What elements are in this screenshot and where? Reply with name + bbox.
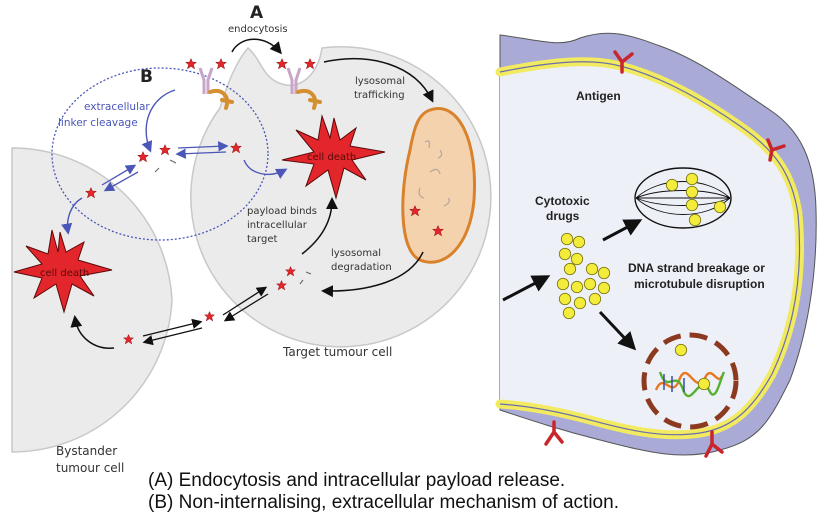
label-a: A	[250, 3, 264, 23]
cell-death-burst-bystander: cell death	[13, 229, 113, 314]
nucleus	[641, 332, 739, 430]
outcome-label-1: DNA strand breakage or	[628, 261, 765, 275]
adc-antibody-extracellular	[185, 58, 234, 110]
endocytosis-label: endocytosis	[228, 24, 288, 35]
label-b: B	[140, 67, 153, 87]
lysosomal-trafficking-label-2: trafficking	[354, 90, 405, 101]
payload-binds-label-2: intracellular	[247, 220, 308, 231]
target-cell	[190, 46, 492, 348]
region-b-boundary	[51, 67, 269, 241]
cytoplasm	[500, 63, 798, 432]
right-panel: Antigen Cytotoxic drugs	[495, 32, 817, 458]
equilibrium-arrows-b	[101, 141, 229, 192]
cytotoxic-drugs-label-2: drugs	[546, 209, 580, 223]
antigen-icon	[544, 420, 564, 446]
payload-star-free-2	[159, 144, 171, 156]
lysosomal-degradation-label-1: lysosomal	[331, 248, 381, 259]
payload-binds-label-3: target	[247, 234, 277, 245]
released-linker-fragments	[299, 271, 312, 285]
degraded-linker-fragments	[418, 140, 450, 207]
drug-entry-arrow	[502, 275, 551, 302]
lysosome	[401, 107, 477, 264]
antigen-icon	[704, 430, 724, 458]
cleaved-linker-fragments	[154, 159, 177, 173]
equilibrium-arrows-a	[142, 286, 269, 346]
extracellular-linker-cleavage-label-2: linker cleavage	[58, 117, 138, 129]
cell-death-label-bystander: cell death	[40, 268, 89, 279]
payload-binds-label-1: payload binds	[247, 206, 317, 217]
left-panel: A B endocytosis lysosomal trafficking ex…	[11, 3, 492, 475]
lysosomal-trafficking-label-1: lysosomal	[355, 76, 405, 87]
caption-line-b: (B) Non-internalising, extracellular mec…	[148, 492, 619, 513]
payload-to-bystander-death-arrow	[61, 197, 83, 235]
endocytosis-arrow	[231, 38, 282, 55]
extracellular-linker-cleavage-label-1: extracellular	[84, 101, 150, 113]
antigen-icon	[766, 138, 786, 162]
lysosomal-degradation-label-2: degradation	[331, 262, 392, 273]
caption-line-a: (A) Endocytosis and intracellular payloa…	[148, 470, 566, 491]
lysosomal-degradation-arrow	[321, 251, 424, 298]
bilayer-core-line	[499, 61, 801, 436]
bystander-tumour-cell-label-2: tumour cell	[56, 461, 124, 475]
antigen-icon	[613, 50, 634, 74]
payload-binds-arrow	[301, 197, 338, 255]
bystander-death-arrow	[70, 315, 115, 349]
outcome-label-2: microtubule disruption	[634, 277, 765, 291]
bystander-tumour-cell-label-1: Bystander	[56, 444, 117, 458]
mitotic-spindle	[634, 167, 732, 229]
payload-to-target-death-arrow	[243, 159, 288, 179]
cytotoxic-drugs-label-1: Cytotoxic	[535, 194, 590, 208]
payload-star-diffusing	[204, 311, 215, 322]
antigen-label: Antigen	[576, 89, 621, 103]
target-tumour-cell-label: Target tumour cell	[282, 345, 392, 359]
bystander-cell	[11, 147, 173, 453]
cell-death-label-target: cell death	[307, 152, 356, 163]
cell-death-burst-target: cell death	[281, 114, 386, 200]
adc-antibody-endocytosed	[276, 58, 322, 110]
payload-star-free-1	[137, 151, 149, 163]
lysosomal-trafficking-arrow	[323, 58, 434, 103]
to-spindle-arrow	[602, 219, 643, 242]
linker-cleavage-arrow	[141, 89, 176, 153]
dna-helix-icon	[654, 371, 726, 398]
to-nucleus-arrow	[598, 310, 637, 351]
